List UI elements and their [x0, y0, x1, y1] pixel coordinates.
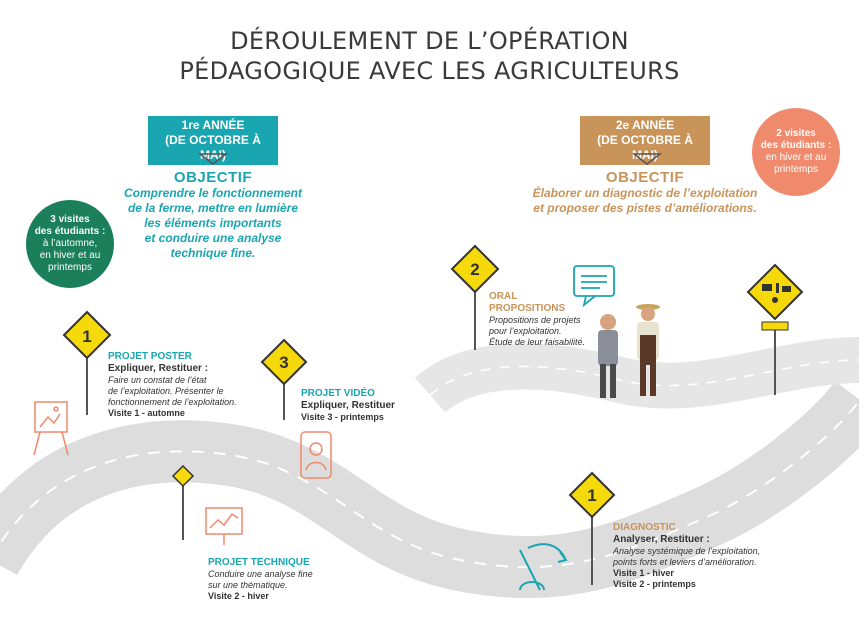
stage-diagnostic-subtitle: Analyser, Restituer :	[613, 534, 710, 545]
bubble-line: des étudiants :	[760, 140, 832, 151]
year1-objective-line: Comprendre le fonctionnement	[123, 186, 302, 200]
sign-video: 3	[260, 338, 308, 386]
stage-video: PROJET VIDÉO Expliquer, Restituer Visite…	[301, 388, 411, 423]
bubble-line: à l’automne,	[42, 238, 98, 249]
stage-technique-visit: Visite 2 - hiver	[208, 591, 269, 601]
stage-oral-desc: Étude de leur faisabilité.	[489, 337, 586, 347]
bubble-line: des étudiants :	[34, 226, 106, 237]
stage-poster-desc: fonctionnement de l’exploitation.	[108, 397, 237, 407]
stage-oral-desc: pour l’exploitation.	[489, 326, 562, 336]
stage-poster-subtitle: Expliquer, Restituer :	[108, 363, 209, 374]
bubble-line: printemps	[774, 164, 818, 175]
year1-label-line1: 1re ANNÉE	[181, 118, 245, 132]
bubble-line: 2 visites	[776, 128, 816, 139]
svg-text:1: 1	[587, 486, 596, 505]
year2-label-tag: 2e ANNÉE (DE OCTOBRE À MAI)	[580, 116, 710, 165]
stage-poster: PROJET POSTER Expliquer, Restituer : Fai…	[108, 351, 258, 419]
sign-oral: 2	[450, 244, 500, 294]
stage-technique-desc: Conduire une analyse fine	[208, 569, 313, 579]
stage-video-visit: Visite 3 - printemps	[301, 412, 384, 422]
smartphone-selfie-icon	[300, 431, 332, 479]
stage-oral: ORAL PROPOSITIONS Propositions de projet…	[489, 291, 609, 348]
year1-objective-line: de la ferme, mettre en lumière	[127, 201, 299, 215]
page-title: DÉROULEMENT DE L’OPÉRATION PÉDAGOGIQUE A…	[0, 26, 859, 86]
stage-diagnostic-desc: Analyse systémique de l’exploitation,	[613, 546, 761, 556]
stage-diagnostic-visit: Visite 2 - printemps	[613, 579, 696, 589]
speech-bubble-icon	[573, 265, 615, 308]
stage-poster-visit: Visite 1 - automne	[108, 408, 185, 418]
page-title-line2: PÉDAGOGIQUE AVEC LES AGRICULTEURS	[179, 57, 680, 85]
year1-objective-line: technique fine.	[170, 246, 256, 260]
year1-objective-text: Comprendre le fonctionnement de la ferme…	[113, 186, 313, 261]
bubble-line: 3 visites	[50, 214, 90, 225]
year1-objective-line: les éléments importants	[144, 216, 282, 230]
year2-objective-heading: OBJECTIF	[605, 169, 685, 186]
svg-text:3: 3	[279, 353, 288, 372]
stage-diagnostic-visit: Visite 1 - hiver	[613, 568, 674, 578]
year1-objective-heading: OBJECTIF	[173, 169, 253, 186]
stage-oral-title: PROPOSITIONS	[489, 303, 566, 314]
svg-text:2: 2	[470, 260, 479, 279]
stage-diagnostic: DIAGNOSTIC Analyser, Restituer : Analyse…	[613, 522, 793, 590]
stage-diagnostic-desc: points forts et leviers d’amélioration.	[613, 557, 757, 567]
stage-diagnostic-title: DIAGNOSTIC	[613, 522, 676, 533]
bubble-line: en hiver et au	[39, 250, 101, 261]
year2-objective-line: Élaborer un diagnostic de l’exploitation	[532, 186, 758, 200]
sign-poster: 1	[62, 310, 112, 360]
year2-chevron-icon	[632, 153, 662, 165]
stage-video-subtitle: Expliquer, Restituer	[301, 400, 395, 411]
year2-objective-line: et proposer des pistes d’améliorations.	[533, 201, 757, 215]
sign-diagnostic: 1	[568, 471, 616, 519]
year2-visits-bubble: 2 visites des étudiants : en hiver et au…	[752, 108, 840, 196]
stage-oral-title: ORAL	[489, 291, 518, 302]
year1-visits-bubble: 3 visites des étudiants : à l’automne, e…	[26, 200, 114, 288]
year2-objective-text: Élaborer un diagnostic de l’exploitation…	[505, 186, 785, 216]
stage-poster-title: PROJET POSTER	[108, 351, 192, 362]
year1-chevron-icon	[198, 153, 228, 165]
bubble-line: en hiver et au	[765, 152, 827, 163]
year2-label-line2: (DE OCTOBRE À MAI)	[597, 133, 693, 162]
stage-video-title: PROJET VIDÉO	[301, 388, 375, 399]
farmers-illustration	[598, 304, 660, 398]
stage-oral-desc: Propositions de projets	[489, 315, 581, 325]
page-title-line1: DÉROULEMENT DE L’OPÉRATION	[230, 27, 629, 55]
stage-poster-desc: Faire un constat de l’état	[108, 375, 207, 385]
easel-icon	[33, 401, 69, 456]
year1-objective-line: et conduire une analyse	[144, 231, 282, 245]
road-surface	[0, 380, 859, 599]
year2-label-line1: 2e ANNÉE	[615, 118, 675, 132]
svg-text:1: 1	[82, 327, 91, 346]
year2-label: 2e ANNÉE (DE OCTOBRE À MAI)	[580, 116, 710, 165]
farm-sign-icon	[746, 263, 804, 331]
microscope-icon	[519, 543, 568, 591]
chart-board-icon	[205, 507, 243, 545]
stage-technique-title: PROJET TECHNIQUE	[208, 557, 310, 568]
stage-technique: PROJET TECHNIQUE Conduire une analyse fi…	[208, 557, 338, 602]
stage-technique-desc: sur une thématique.	[208, 580, 288, 590]
bubble-line: printemps	[48, 262, 92, 273]
stage-poster-desc: de l’exploitation. Présenter le	[108, 386, 224, 396]
